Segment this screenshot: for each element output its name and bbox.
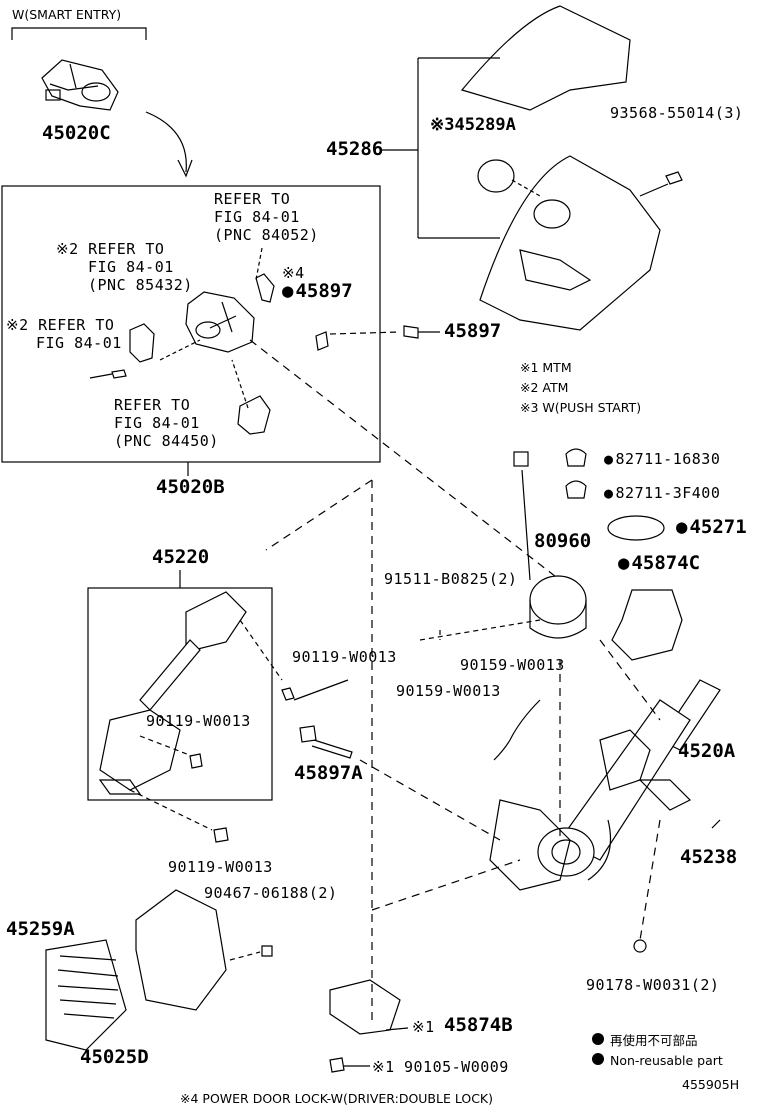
legend-japanese: 再使用不可部品 (610, 1033, 698, 1048)
part-45259A-label: 45259A (6, 918, 75, 940)
part-90119-a-label: 90119-W0013 (292, 648, 397, 666)
part-90119-b-label: 90119-W0013 (146, 712, 251, 730)
part-82711-16830-label: 82711-16830 (604, 450, 720, 468)
part-45897A-label: 45897A (294, 762, 363, 784)
part-45220-drawing (98, 591, 247, 795)
part-90105-note: ※1 (372, 1058, 395, 1076)
part-45286-drawing (460, 5, 661, 331)
part-80960-drawing (513, 451, 587, 639)
refer-atm: ※2 REFER TO FIG 84-01 (6, 316, 122, 352)
part-45874C-label: 45874C (618, 554, 700, 573)
part-45897-outer-label: 45897 (444, 320, 502, 342)
lock-assembly-drawing (185, 291, 255, 353)
part-4520A-drawing (489, 679, 721, 891)
part-45897-inner-label: 45897 (282, 282, 352, 301)
part-45874B-drawing (329, 979, 401, 1035)
refer-84450: REFER TO FIG 84-01 (PNC 84450) (114, 396, 219, 450)
part-90159-a-label: 90159-W0013 (460, 656, 565, 674)
part-45286-label: 45286 (326, 138, 384, 160)
part-45020C-drawing (41, 59, 119, 111)
refer-85432: ※2 REFER TO FIG 84-01 (PNC 85432) (56, 240, 193, 294)
part-45874B-label: 45874B (444, 1014, 513, 1036)
part-45220-label: 45220 (152, 546, 210, 568)
part-45271-label: 45271 (676, 518, 746, 537)
part-45289A-label: ※345289A (430, 115, 516, 135)
smart-entry-bracket (11, 27, 147, 40)
part-90105-label: 90105-W0009 (404, 1058, 509, 1076)
part-91511-label: 91511-B0825(2) (384, 570, 518, 588)
part-4520A-label: 4520A (678, 740, 736, 762)
legend-non-reusable: Non-reusable part (610, 1053, 723, 1068)
part-45238-label: 45238 (680, 846, 738, 868)
note-4-mark: ※4 (282, 264, 305, 282)
refer-84052: REFER TO FIG 84-01 (PNC 84052) (214, 190, 319, 244)
arrow (145, 111, 187, 173)
part-45020C-label: 45020C (42, 122, 111, 144)
part-45025D-label: 45025D (80, 1046, 149, 1068)
part-45289A-drawing (477, 159, 515, 193)
part-90119-c-label: 90119-W0013 (168, 858, 273, 876)
figure-id: 455905H (682, 1077, 740, 1092)
part-45259A-drawing (135, 889, 227, 1011)
notes-block: ※1 MTM ※2 ATM ※3 W(PUSH START) (520, 360, 642, 415)
part-82711-3F400-label: 82711-3F400 (604, 484, 720, 502)
smart-entry-label: W(SMART ENTRY) (12, 7, 122, 22)
part-45874B-note: ※1 (412, 1018, 435, 1036)
part-45025D-drawing (45, 939, 127, 1051)
box-45020B (1, 185, 381, 463)
part-93568-label: 93568-55014(3) (610, 104, 744, 122)
part-90159-b-label: 90159-W0013 (396, 682, 501, 700)
part-90467-label: 90467-06188(2) (204, 884, 338, 902)
bracket-45286 (380, 57, 500, 239)
part-90178-label: 90178-W0031(2) (586, 976, 720, 994)
part-45020B-label: 45020B (156, 476, 225, 498)
footer-note: ※4 POWER DOOR LOCK-W(DRIVER:DOUBLE LOCK) (180, 1091, 494, 1106)
part-80960-label: 80960 (534, 530, 592, 552)
